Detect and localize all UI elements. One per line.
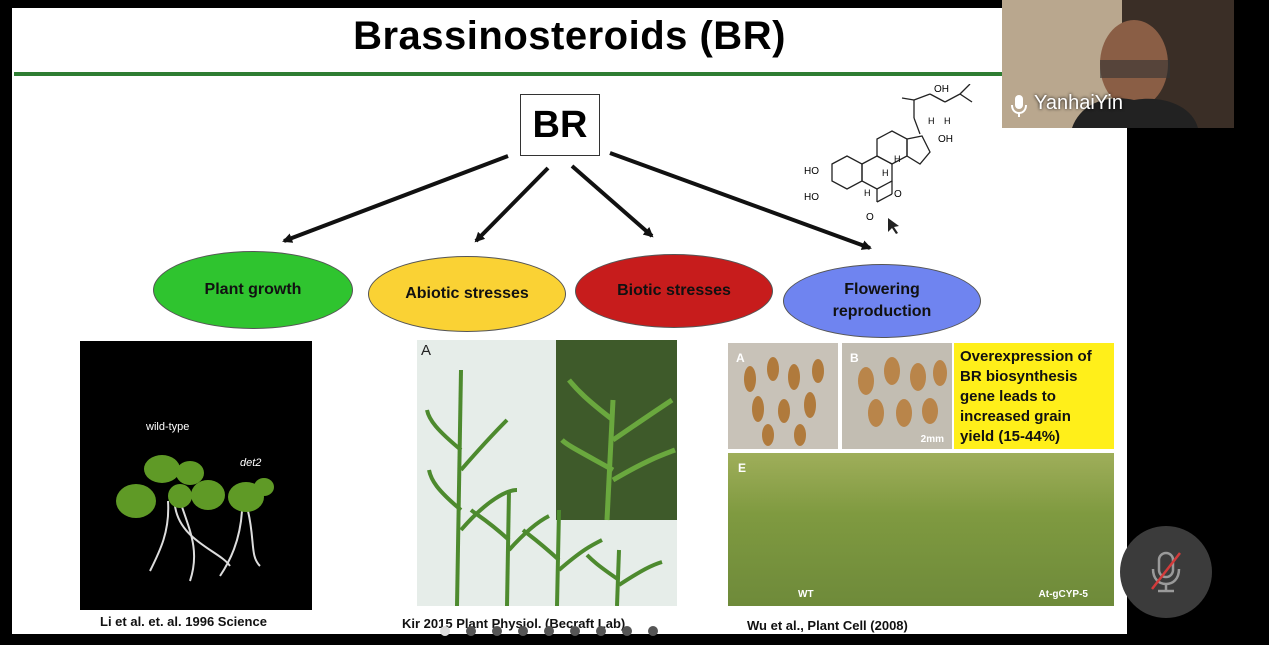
caption-li-1996: Li et al. et. al. 1996 Science [100,614,267,629]
oval-abiotic-stresses: Abiotic stresses [368,256,566,332]
molecule-ho-2: HO [804,192,819,203]
photo-rice-grains-b: B 2mm [842,343,952,449]
photo-maize-plants: A [417,340,677,606]
title-divider [14,72,1127,76]
maize-inset-photo [556,340,677,520]
oval-flowering-reproduction: Flowering reproduction [783,264,981,338]
arrow-to-abiotic [474,166,550,243]
oval-biotic-stresses: Biotic stresses [575,254,773,328]
molecule-h-5: H [864,188,871,198]
grains-drawing-b [858,357,947,427]
microphone-icon [1011,95,1027,117]
pager-dot[interactable] [648,626,658,636]
molecule-oh-2: OH [938,134,953,145]
pager-dot[interactable] [570,626,580,636]
pager-dot[interactable] [492,626,502,636]
pager-dot[interactable] [596,626,606,636]
label-wild-type: wild-type [146,421,190,433]
photo-rice-field: E WT At-gCYP-5 [728,453,1114,606]
label-wt: WT [798,589,814,600]
molecule-o-ring: O [894,189,902,200]
molecule-h-3: H [894,154,901,164]
label-transgenic: At-gCYP-5 [1038,589,1088,600]
molecule-h-2: H [944,116,951,126]
pager-dot[interactable] [440,626,450,636]
molecule-o-keto: O [866,212,874,223]
mouse-cursor-icon [888,218,899,234]
panel-label-b-rice: B [850,351,859,365]
oval-plant-growth: Plant growth [153,251,353,329]
panel-label-a: A [421,342,432,359]
presentation-slide: Brassinosteroids (BR) BR [12,8,1127,634]
label-det2: det2 [240,457,262,469]
brassinolide-structure: OH OH H H H H H HO HO O O [804,84,973,234]
slide-title: Brassinosteroids (BR) [353,14,786,58]
panel-label-a-rice: A [736,351,745,365]
maize-drawing [425,369,676,606]
scale-bar-label: 2mm [920,434,944,445]
arrow-to-plant-growth [282,154,509,243]
molecule-ho-1: HO [804,166,819,177]
photo-rice-grains-a: A [728,343,838,449]
pager-dot[interactable] [518,626,528,636]
arrows-diagram [282,151,872,250]
pager-dot[interactable] [544,626,554,636]
arrow-to-flowering [609,151,872,250]
photo-det2-seedlings: wild-type det2 [80,341,312,610]
microphone-muted-icon [1151,551,1181,593]
pager-dot[interactable] [466,626,476,636]
molecule-h-4: H [882,168,889,178]
molecule-oh-1: OH [934,84,949,95]
yield-callout-box: Overexpression of BR biosynthesis gene l… [954,343,1114,449]
participant-name: YanhaiYin [1034,92,1123,114]
molecule-h-1: H [928,116,935,126]
caption-kir-2015: Kir 2015 Plant Physiol. (Becraft Lab) [402,616,626,631]
br-center-box: BR [520,94,600,156]
pager-dot[interactable] [622,626,632,636]
participant-video-tile[interactable]: YanhaiYin [1002,0,1234,128]
arrow-to-biotic [570,164,654,238]
panel-label-e: E [738,461,747,475]
caption-wu-2008: Wu et al., Plant Cell (2008) [747,618,908,633]
mute-toggle-button[interactable] [1120,526,1212,618]
slide-pager [440,626,658,636]
seedling-drawing [116,455,274,582]
grains-drawing-a [744,357,824,446]
